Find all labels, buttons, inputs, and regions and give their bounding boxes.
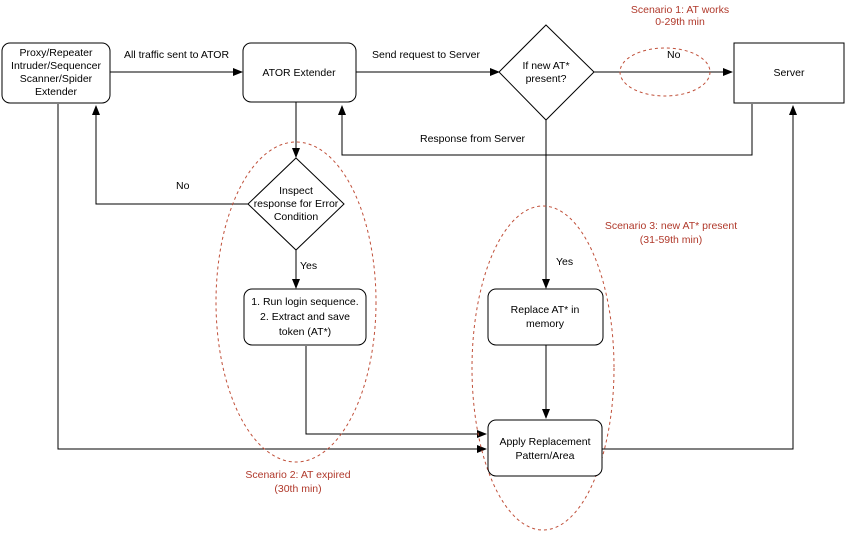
edge-apply-to-server <box>602 105 797 450</box>
node-decision-new-at: If new AT* present? <box>498 24 595 121</box>
node-login-sequence: 1. Run login sequence. 2. Extract and sa… <box>243 288 367 346</box>
scenario-2-line-1: Scenario 2: AT expired <box>245 469 350 481</box>
apply-line-1: Apply Replacement <box>499 436 590 448</box>
edge-label-send-request: Send request to Server <box>372 49 480 61</box>
login-line-3: token (AT*) <box>279 326 331 338</box>
scenario-regions <box>215 47 711 531</box>
scenario-2-region <box>215 141 377 463</box>
node-inspect: Inspect response for Error Condition <box>247 157 345 251</box>
node-proxy: Proxy/Repeater Intruder/Sequencer Scanne… <box>1 42 111 104</box>
edge-login-to-apply <box>305 346 487 438</box>
inspect-line-1: Inspect <box>279 185 313 197</box>
login-line-2: 2. Extract and save <box>260 311 350 323</box>
connectors <box>57 68 797 453</box>
apply-line-2: Pattern/Area <box>516 450 575 462</box>
node-proxy-line-4: Extender <box>35 86 78 98</box>
node-ator-label: ATOR Extender <box>262 67 336 79</box>
edge-label-yes-new-at: Yes <box>556 256 573 268</box>
scenario-1-region <box>619 47 711 97</box>
edge-label-response: Response from Server <box>420 133 526 145</box>
node-server: Server <box>733 42 845 104</box>
decision-new-at-line-1: If new AT* <box>522 60 569 72</box>
inspect-line-2: response for Error <box>254 198 339 210</box>
edge-inspect-to-proxy <box>92 105 248 205</box>
edge-server-to-ator <box>338 104 753 156</box>
node-proxy-line-3: Scanner/Spider <box>20 73 93 85</box>
node-proxy-line-1: Proxy/Repeater <box>20 47 93 59</box>
decision-new-at-line-2: present? <box>526 73 567 85</box>
edge-label-yes-inspect: Yes <box>300 260 317 272</box>
edge-label-all-traffic: All traffic sent to ATOR <box>124 49 229 61</box>
inspect-line-3: Condition <box>274 211 319 223</box>
node-ator-extender: ATOR Extender <box>242 42 357 103</box>
scenario-1-line-2: 0-29th min <box>655 16 705 28</box>
replace-line-1: Replace AT* in <box>511 304 580 316</box>
edge-label-no-top: No <box>667 49 681 61</box>
replace-line-2: memory <box>526 318 565 330</box>
node-replace-at: Replace AT* in memory <box>487 288 604 346</box>
edge-proxy-to-apply <box>57 104 487 453</box>
node-server-label: Server <box>774 67 805 79</box>
scenario-2-line-2: (30th min) <box>274 483 321 495</box>
scenario-1-line-1: Scenario 1: AT works <box>631 4 729 16</box>
login-line-1: 1. Run login sequence. <box>251 296 358 308</box>
node-apply-replacement: Apply Replacement Pattern/Area <box>487 419 603 477</box>
scenario-3-region <box>471 205 615 531</box>
node-proxy-line-2: Intruder/Sequencer <box>11 60 101 72</box>
scenario-3-line-1: Scenario 3: new AT* present <box>605 220 737 232</box>
edge-label-no-left: No <box>176 180 190 192</box>
scenario-3-line-2: (31-59th min) <box>640 234 702 246</box>
